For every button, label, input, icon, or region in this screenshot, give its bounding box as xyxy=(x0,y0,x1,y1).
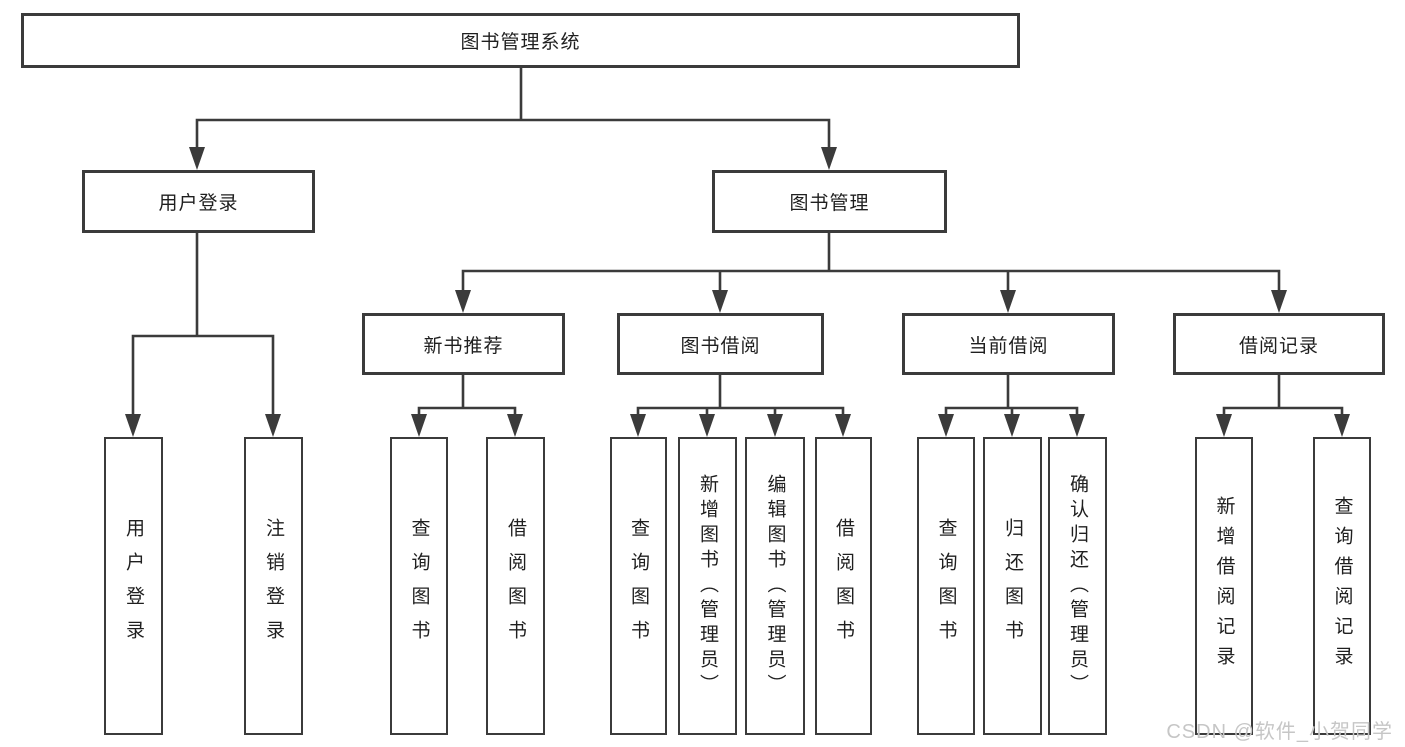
leaf-borrow-books-label: 借阅图书 xyxy=(833,518,854,654)
leaf-query-books-recommend-label: 查询图书 xyxy=(408,518,430,654)
leaf-add-books-admin: 新增图书（管理员） xyxy=(678,437,737,735)
leaf-query-books-recommend: 查询图书 xyxy=(390,437,448,735)
leaf-logout-label: 注销登录 xyxy=(263,518,284,654)
leaf-edit-books-admin-label: 编辑图书（管理员） xyxy=(764,473,786,699)
leaf-query-books-current-label: 查询图书 xyxy=(935,518,957,654)
leaf-query-books-borrow: 查询图书 xyxy=(610,437,667,735)
leaf-add-books-admin-label: 新增图书（管理员） xyxy=(697,473,718,699)
leaf-return-books-label: 归还图书 xyxy=(1002,518,1023,654)
csdn-watermark: CSDN @软件_小贺同学 xyxy=(1166,721,1393,743)
leaf-user-login-label: 用户登录 xyxy=(123,518,144,654)
leaf-query-books-borrow-label: 查询图书 xyxy=(628,518,649,654)
leaf-add-borrow-record-label: 新增借阅记录 xyxy=(1213,496,1235,676)
leaf-query-borrow-record-label: 查询借阅记录 xyxy=(1331,496,1353,676)
leaf-edit-books-admin: 编辑图书（管理员） xyxy=(745,437,805,735)
leaf-user-login: 用户登录 xyxy=(104,437,163,735)
leaf-confirm-return-admin-label: 确认归还（管理员） xyxy=(1067,473,1088,699)
leaf-return-books: 归还图书 xyxy=(983,437,1042,735)
node-book-management-label: 图书管理 xyxy=(789,193,870,214)
node-user-login: 用户登录 xyxy=(82,170,315,233)
leaf-add-borrow-record: 新增借阅记录 xyxy=(1195,437,1253,735)
node-library-system-label: 图书管理系统 xyxy=(460,32,581,53)
node-library-system: 图书管理系统 xyxy=(21,13,1020,68)
leaf-borrow-books-recommend: 借阅图书 xyxy=(486,437,545,735)
leaf-borrow-books: 借阅图书 xyxy=(815,437,872,735)
node-new-book-recommendation-label: 新书推荐 xyxy=(423,335,504,357)
node-book-borrowing: 图书借阅 xyxy=(617,313,824,375)
leaf-logout: 注销登录 xyxy=(244,437,303,735)
node-current-borrowing: 当前借阅 xyxy=(902,313,1115,375)
node-user-login-label: 用户登录 xyxy=(158,193,239,214)
node-borrowing-records: 借阅记录 xyxy=(1173,313,1385,375)
node-book-management: 图书管理 xyxy=(712,170,947,233)
leaf-query-books-current: 查询图书 xyxy=(917,437,975,735)
leaf-query-borrow-record: 查询借阅记录 xyxy=(1313,437,1371,735)
node-new-book-recommendation: 新书推荐 xyxy=(362,313,565,375)
node-borrowing-records-label: 借阅记录 xyxy=(1238,335,1319,357)
node-current-borrowing-label: 当前借阅 xyxy=(968,335,1049,357)
leaf-borrow-books-recommend-label: 借阅图书 xyxy=(505,518,526,654)
leaf-confirm-return-admin: 确认归还（管理员） xyxy=(1048,437,1107,735)
node-book-borrowing-label: 图书借阅 xyxy=(680,335,761,357)
